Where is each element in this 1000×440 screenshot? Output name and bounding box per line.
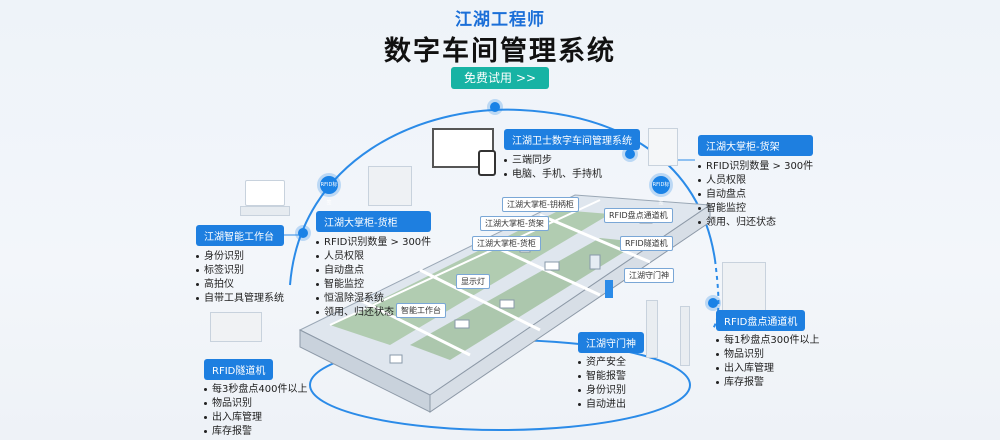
feature-item: RFID识别数量 > 300件	[698, 160, 813, 174]
panel-tunnel: RFID隧道机 每3秒盘点400件以上 物品识别 出入库管理 库存报警	[204, 359, 307, 439]
panel-tunnel-list: 每3秒盘点400件以上 物品识别 出入库管理 库存报警	[204, 383, 307, 439]
panel-workbench-title: 江湖智能工作台	[196, 225, 284, 246]
panel-cabinet-list: RFID识别数量 > 300件 人员权限 自动盘点 智能监控 恒温除湿系统 领用…	[316, 236, 431, 320]
map-tag-display: 显示灯	[456, 274, 490, 289]
feature-item: 恒温除湿系统	[316, 292, 431, 306]
equipment	[589, 254, 601, 270]
feature-item: 领用、归还状态	[698, 216, 813, 230]
phone-illustration	[478, 150, 496, 176]
panel-channel-title: RFID盘点通道机	[716, 310, 806, 331]
equipment	[389, 354, 403, 364]
panel-channel: RFID盘点通道机 每1秒盘点300件以上 物品识别 出入库管理 库存报警	[716, 310, 819, 390]
panel-system-list: 三端同步 电脑、手机、手持机	[504, 154, 640, 182]
orbit-arc-right	[711, 259, 720, 331]
map-tag-tunnel: RFID隧道机	[620, 236, 673, 251]
equipment	[454, 319, 470, 329]
orbit-dot	[490, 102, 500, 112]
tunnel-machine-illustration	[210, 312, 262, 342]
feature-item: 库存报警	[716, 376, 819, 390]
channel-machine-illustration	[722, 262, 766, 314]
map-tag-shelf: 江湖大掌柜-货架	[480, 216, 549, 231]
feature-item: 资产安全	[578, 356, 644, 370]
panel-gate-list: 资产安全 智能报警 身份识别 自动进出	[578, 356, 644, 412]
map-tag-cabinet: 江湖大掌柜-货柜	[472, 236, 541, 251]
feature-item: 身份识别	[578, 384, 644, 398]
panel-gate-title: 江湖守门神	[578, 332, 644, 353]
panel-channel-list: 每1秒盘点300件以上 物品识别 出入库管理 库存报警	[716, 334, 819, 390]
feature-item: 智能监控	[316, 278, 431, 292]
feature-item: 电脑、手机、手持机	[504, 168, 640, 182]
gate-pillar-illustration	[646, 300, 658, 358]
partition	[329, 199, 601, 326]
feature-item: 自动盘点	[698, 188, 813, 202]
free-trial-label: 免费试用	[463, 71, 512, 85]
feature-item: 智能报警	[578, 370, 644, 384]
equipment	[544, 261, 560, 271]
rfid-tag-node-right: RFID标签	[652, 176, 670, 206]
panel-gate: 江湖守门神 资产安全 智能报警 身份识别 自动进出	[578, 332, 644, 412]
brand-name: 江湖工程师	[455, 10, 545, 30]
map-tag-channel: RFID盘点通道机	[604, 208, 673, 223]
feature-item: 标签识别	[196, 264, 284, 278]
feature-item: 库存报警	[204, 425, 307, 439]
map-tag-gate: 江湖守门神	[624, 268, 674, 283]
workbench-desk-illustration	[240, 206, 290, 216]
partition	[419, 268, 541, 332]
panel-workbench-list: 身份识别 标签识别 高拍仪 自带工具管理系统	[196, 250, 284, 306]
equipment	[605, 280, 613, 298]
panel-shelf: 江湖大掌柜-货架 RFID识别数量 > 300件 人员权限 自动盘点 智能监控 …	[698, 135, 814, 230]
feature-item: 三端同步	[504, 154, 640, 168]
feature-item: 出入库管理	[716, 362, 819, 376]
cabinet-illustration	[368, 166, 412, 206]
panel-cabinet: 江湖大掌柜-货柜 RFID识别数量 > 300件 人员权限 自动盘点 智能监控 …	[316, 211, 432, 320]
feature-item: 物品识别	[204, 397, 307, 411]
feature-item: 每1秒盘点300件以上	[716, 334, 819, 348]
map-tag-tool-cabinet: 江湖大掌柜-钥柄柜	[502, 197, 579, 212]
feature-item: 每3秒盘点400件以上	[204, 383, 307, 397]
panel-cabinet-title: 江湖大掌柜-货柜	[316, 211, 432, 232]
feature-item: 人员权限	[316, 250, 431, 264]
building-floor-green-2	[410, 238, 640, 360]
page-title: 数字车间管理系统	[384, 36, 616, 67]
orbit-dot	[708, 298, 718, 308]
equipment	[499, 299, 515, 309]
feature-item: RFID识别数量 > 300件	[316, 236, 431, 250]
feature-item: 自动盘点	[316, 264, 431, 278]
feature-item: 自动进出	[578, 398, 644, 412]
feature-item: 智能监控	[698, 202, 813, 216]
panel-system: 江湖卫士数字车间管理系统 三端同步 电脑、手机、手持机	[504, 129, 640, 182]
panel-system-title: 江湖卫士数字车间管理系统	[504, 129, 640, 150]
feature-item: 人员权限	[698, 174, 813, 188]
partition	[539, 213, 651, 264]
feature-item: 高拍仪	[196, 278, 284, 292]
workbench-monitor-illustration	[245, 180, 285, 206]
free-trial-button[interactable]: 免费试用>>	[451, 67, 549, 89]
map-tag-workbench: 智能工作台	[396, 303, 446, 318]
orbit-dot	[625, 149, 635, 159]
gate-pillar-illustration	[680, 306, 690, 366]
rfid-tag-node-left: RFID标签	[320, 176, 338, 206]
arrow-icon: >>	[515, 71, 537, 85]
panel-tunnel-title: RFID隧道机	[204, 359, 274, 380]
panel-shelf-list: RFID识别数量 > 300件 人员权限 自动盘点 智能监控 领用、归还状态	[698, 160, 813, 230]
panel-shelf-title: 江湖大掌柜-货架	[698, 135, 814, 156]
feature-item: 领用、归还状态	[316, 306, 431, 320]
feature-item: 身份识别	[196, 250, 284, 264]
orbit-dot	[298, 228, 308, 238]
panel-workbench: 江湖智能工作台 身份识别 标签识别 高拍仪 自带工具管理系统	[196, 225, 284, 306]
feature-item: 自带工具管理系统	[196, 292, 284, 306]
feature-item: 物品识别	[716, 348, 819, 362]
shelf-illustration	[648, 128, 678, 166]
partition	[359, 298, 471, 357]
feature-item: 出入库管理	[204, 411, 307, 425]
